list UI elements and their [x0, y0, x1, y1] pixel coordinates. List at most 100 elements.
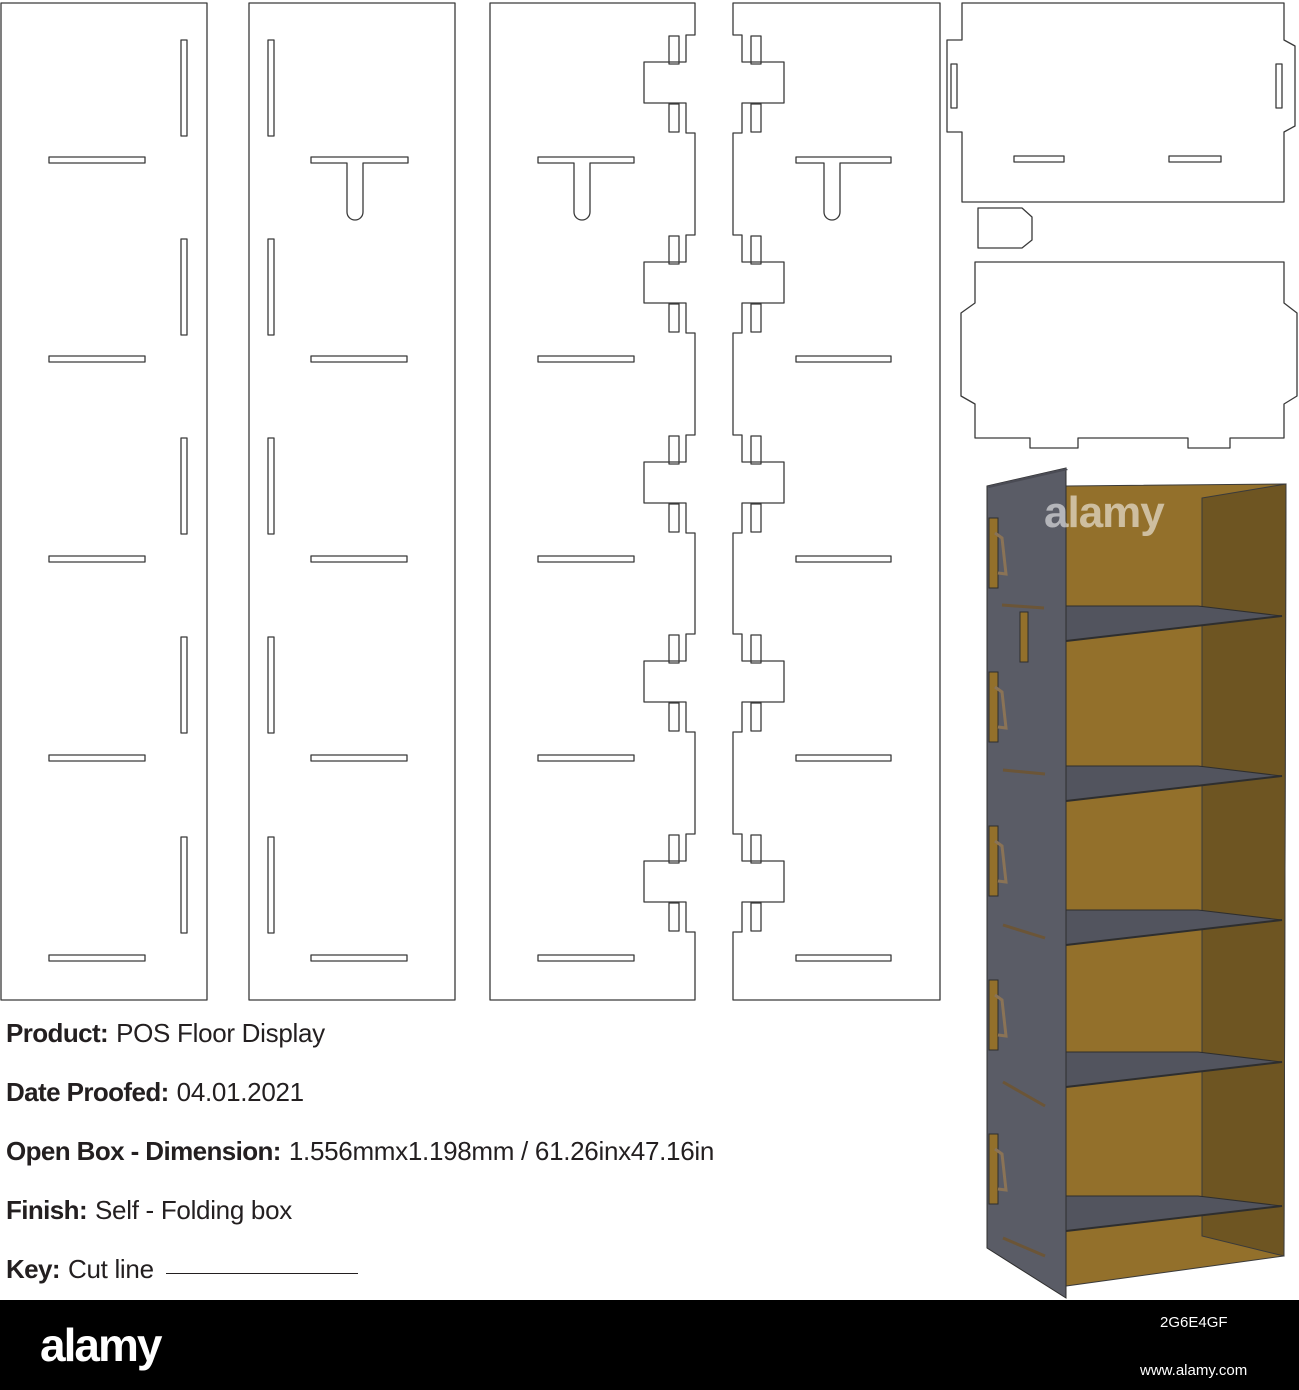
- hook: [994, 993, 1008, 1038]
- assembled-display-3d: [986, 467, 1287, 1299]
- spec-product-value: POS Floor Display: [116, 1018, 325, 1048]
- spec-key-value: Cut line: [67, 1254, 154, 1284]
- t-tab: [1019, 611, 1029, 663]
- horizontal-slot: [537, 754, 635, 762]
- hook: [994, 685, 1008, 730]
- vertical-slot: [267, 636, 275, 734]
- vertical-slot: [267, 437, 275, 535]
- shelf-edge: [1065, 1205, 1283, 1232]
- spec-product-label: Product:: [6, 1018, 109, 1048]
- horizontal-slot: [310, 355, 408, 363]
- tab-notch: [668, 103, 680, 133]
- shelf-edge: [1065, 775, 1283, 802]
- spec-date-proofed: Date Proofed:04.01.2021: [6, 1077, 304, 1108]
- horizontal-slot: [48, 754, 146, 762]
- side-tab: [988, 825, 999, 897]
- horizontal-slot: [537, 954, 635, 962]
- horizontal-slot: [310, 754, 408, 762]
- horizontal-slot: [48, 954, 146, 962]
- spec-key: Key:Cut line: [6, 1254, 358, 1285]
- dieline-artwork: [0, 2, 1298, 1299]
- spec-key-label: Key:: [6, 1254, 61, 1284]
- side-tab: [988, 979, 999, 1051]
- watermark: alamy: [1044, 488, 1165, 537]
- tab-notch: [750, 634, 762, 664]
- spec-dimension-value: 1.556mmx1.198mm / 61.26inx47.16in: [288, 1136, 715, 1166]
- slot-mark: [1002, 1080, 1046, 1108]
- tab-notch: [750, 235, 762, 265]
- tab-notch: [750, 702, 762, 732]
- base-piece: [960, 261, 1298, 449]
- side-panel-left: [0, 2, 208, 1001]
- spec-product: Product:POS Floor Display: [6, 1018, 325, 1049]
- tab-notch: [750, 35, 762, 65]
- footer-logo: alamy: [40, 1319, 162, 1371]
- header-piece: [946, 2, 1296, 203]
- tab-notch: [750, 103, 762, 133]
- back-panel-right: [732, 2, 941, 1001]
- footer-image-id: 2G6E4GF: [1160, 1314, 1228, 1331]
- t-slot: [310, 156, 409, 221]
- tab-notch: [750, 902, 762, 932]
- footer-bar: alamy 2G6E4GF www.alamy.com: [0, 1300, 1299, 1390]
- horizontal-slot: [795, 754, 892, 762]
- small-tab-piece: [977, 207, 1033, 249]
- tab-notch: [668, 702, 680, 732]
- spec-dimension-label: Open Box - Dimension:: [6, 1136, 281, 1166]
- horizontal-slot: [795, 954, 892, 962]
- horizontal-slot: [48, 555, 146, 563]
- horizontal-slot: [795, 555, 892, 563]
- t-slot: [537, 156, 635, 221]
- tab-notch: [750, 834, 762, 864]
- shelf-edge: [1065, 919, 1283, 946]
- tab-notch: [750, 503, 762, 533]
- side-panel-right: [248, 2, 456, 1001]
- vertical-slot: [180, 437, 188, 535]
- slot-mark: [1002, 1236, 1046, 1258]
- t-slot: [795, 156, 892, 221]
- tab-notch: [668, 235, 680, 265]
- vertical-slot: [180, 636, 188, 734]
- footer-url: www.alamy.com: [1140, 1362, 1248, 1379]
- tab-notch: [668, 634, 680, 664]
- tab-notch: [750, 303, 762, 333]
- vertical-slot: [180, 836, 188, 934]
- slot-mark: [1002, 768, 1046, 776]
- vertical-slot: [180, 238, 188, 336]
- tab-notch: [668, 503, 680, 533]
- vertical-slot: [267, 39, 275, 137]
- hook: [994, 839, 1008, 884]
- spec-date-value: 04.01.2021: [176, 1077, 304, 1107]
- spec-finish-label: Finish:: [6, 1195, 88, 1225]
- tab-notch: [668, 435, 680, 465]
- vertical-slot: [180, 39, 188, 137]
- spec-dimension: Open Box - Dimension:1.556mmx1.198mm / 6…: [6, 1136, 714, 1167]
- horizontal-slot: [48, 156, 146, 164]
- hook: [994, 531, 1008, 576]
- tab-notch: [668, 834, 680, 864]
- slot-mark: [1001, 603, 1045, 610]
- horizontal-slot: [310, 555, 408, 563]
- side-tab: [988, 1133, 999, 1205]
- side-tab: [988, 671, 999, 743]
- vertical-slot: [267, 238, 275, 336]
- spec-finish: Finish:Self - Folding box: [6, 1195, 292, 1226]
- back-panel-left: [489, 2, 696, 1001]
- slot-mark: [1002, 923, 1046, 940]
- horizontal-slot: [310, 954, 408, 962]
- tab-notch: [750, 435, 762, 465]
- shelf-edge: [1065, 615, 1283, 642]
- tab-notch: [668, 35, 680, 65]
- tab-notch: [668, 303, 680, 333]
- horizontal-slot: [48, 355, 146, 363]
- shelf-edge: [1065, 1061, 1283, 1088]
- spec-date-label: Date Proofed:: [6, 1077, 169, 1107]
- horizontal-slot: [537, 355, 635, 363]
- side-tab: [988, 517, 999, 589]
- vertical-slot: [267, 836, 275, 934]
- tab-notch: [668, 902, 680, 932]
- horizontal-slot: [795, 355, 892, 363]
- horizontal-slot: [537, 555, 635, 563]
- cut-line-sample: [165, 1272, 358, 1274]
- spec-finish-value: Self - Folding box: [95, 1195, 292, 1225]
